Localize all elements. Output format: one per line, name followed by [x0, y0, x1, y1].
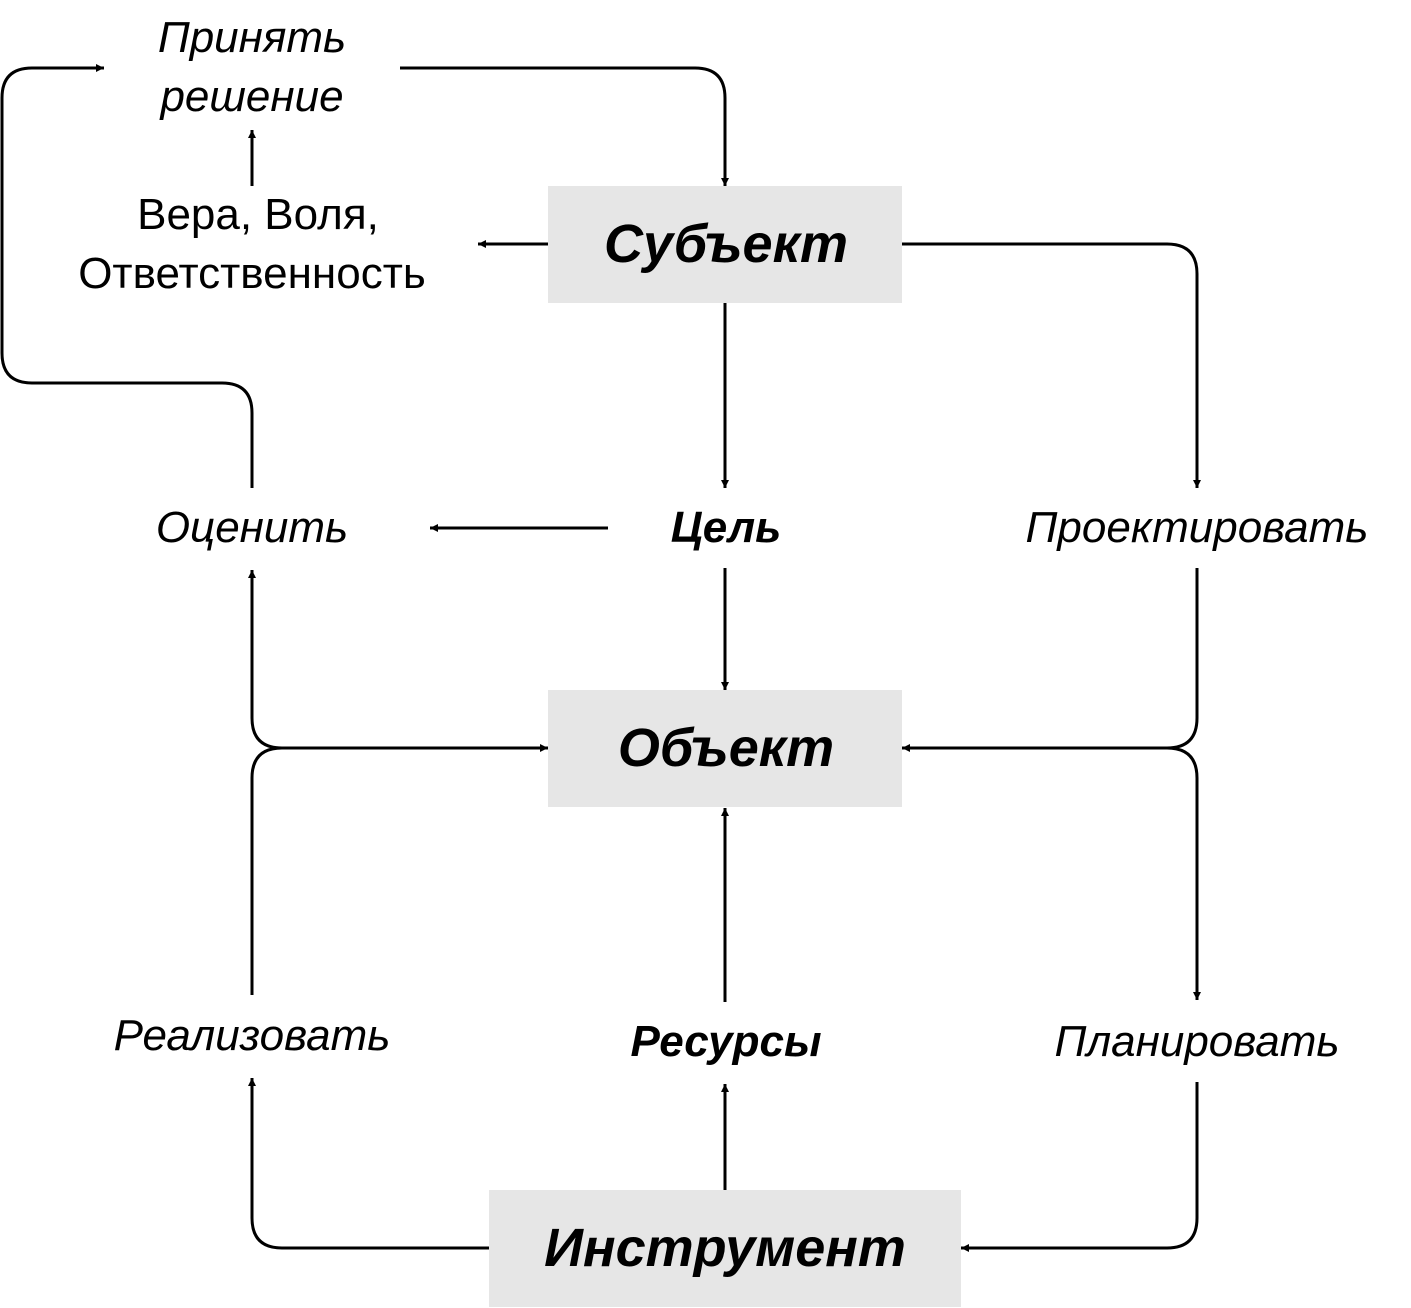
resources-label: Ресурсы — [630, 1017, 821, 1066]
implement-label: Реализовать — [114, 1011, 391, 1060]
decide-label-line2: решение — [158, 72, 343, 121]
arrow-implement-to-evaluate — [248, 570, 283, 750]
decide-label-line1: Принять — [158, 13, 346, 62]
goal-label: Цель — [671, 503, 782, 552]
evaluate-label: Оценить — [156, 503, 348, 552]
arrow-plan-to-instrument — [961, 1082, 1199, 1252]
subject-label: Субъект — [604, 214, 848, 274]
qualities-label-line2: Ответственность — [78, 249, 426, 298]
object-label: Объект — [618, 718, 834, 778]
plan-label: Планировать — [1054, 1017, 1339, 1066]
instrument-box — [489, 1190, 961, 1307]
instrument-label: Инструмент — [544, 1218, 906, 1278]
design-label: Проектировать — [1026, 503, 1369, 552]
subject-box — [548, 186, 902, 303]
arrow-instrument-to-implement — [248, 1078, 489, 1250]
object-box — [548, 690, 902, 807]
arrow-evaluate-to-decide — [0, 64, 254, 488]
arrow-decide-to-subject — [400, 66, 729, 186]
arrow-subject-to-design — [902, 242, 1201, 488]
arrow-design-to-plan — [1166, 746, 1201, 1000]
arrow-design-to-object — [902, 568, 1199, 752]
arrow-implement-to-object — [250, 744, 548, 995]
qualities-label-line1: Вера, Воля, — [137, 190, 379, 239]
